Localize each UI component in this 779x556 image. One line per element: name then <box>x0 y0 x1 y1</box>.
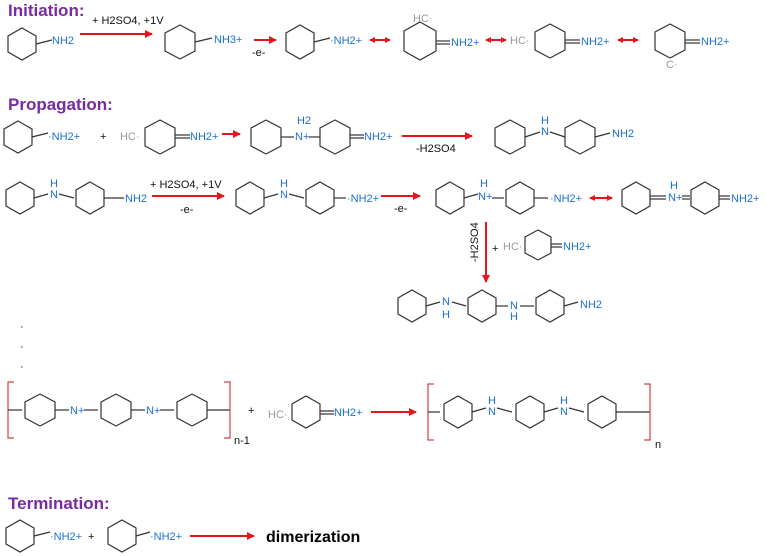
h-label: H <box>488 395 496 407</box>
n-label: N <box>442 296 450 308</box>
hc-radical-label: HC· <box>268 409 288 421</box>
nh2-plus-radical-label: ·NH2+ <box>50 531 82 543</box>
nh2-label: NH2 <box>125 193 147 205</box>
aminodiphenylamine-reactant: H N NH2 <box>5 178 147 215</box>
h-label: H <box>510 311 518 323</box>
plus-sign: + <box>492 243 498 255</box>
para-radical-reactant: HC· NH2+ <box>120 119 218 155</box>
hc-radical-label: HC· <box>413 13 433 25</box>
minus-electron-label: -e- <box>180 204 194 216</box>
aniline-radical-cation-reactant: ·NH2+ <box>3 120 80 154</box>
nh2-plus-radical-label: ·NH2+ <box>550 193 582 205</box>
n-label: N <box>280 189 288 201</box>
n-plus-label: N+ <box>478 191 492 203</box>
h2-label: H2 <box>297 115 311 127</box>
minus-h2so4-label: -H2SO4 <box>469 222 481 262</box>
polyaniline-product: H N H N n <box>427 383 661 451</box>
aniline-radical-cation: ·NH2+ <box>285 24 362 60</box>
h-label: H <box>670 180 678 192</box>
n-plus-label: N+ <box>295 131 309 143</box>
nh3-plus-label: NH3+ <box>214 34 242 46</box>
h-label: H <box>50 178 58 190</box>
nh2-plus-label: NH2+ <box>334 407 362 419</box>
plus-sign: + <box>88 531 94 543</box>
dimer-diradical-dication: H N+ ·NH2+ <box>435 178 582 215</box>
dimerization-label: dimerization <box>266 529 360 546</box>
minus-electron-label: -e- <box>394 203 408 215</box>
nh2-plus-radical-label: ·NH2+ <box>150 531 182 543</box>
nh2-label: NH2 <box>52 35 74 47</box>
n-plus-label: N+ <box>146 405 160 417</box>
hc-radical-label: HC· <box>503 241 523 253</box>
n-label: N <box>488 406 496 418</box>
n-label: N <box>510 300 518 312</box>
dimer-radical-cation: H N ·NH2+ <box>235 178 379 215</box>
nh2-plus-label: NH2+ <box>364 131 392 143</box>
nh2-plus-label: NH2+ <box>581 36 609 48</box>
n-label: n <box>655 439 661 451</box>
reagent-acid-voltage: + H2SO4, +1V <box>150 179 222 191</box>
n-plus-label: N+ <box>668 192 682 204</box>
n-label: N <box>560 406 568 418</box>
termination-heading: Termination: <box>8 494 110 513</box>
reagent-acid-voltage: + H2SO4, +1V <box>92 15 164 27</box>
nh2-label: NH2 <box>580 299 602 311</box>
para-radical-resonance: HC· NH2+ <box>510 23 609 59</box>
h-label: H <box>280 178 288 190</box>
nh2-plus-radical-label: ·NH2+ <box>347 193 379 205</box>
right-bracket <box>644 383 651 441</box>
nh2-plus-label: NH2+ <box>731 193 759 205</box>
nh2-plus-label: NH2+ <box>451 37 479 49</box>
quinoid-resonance-form: H N+ NH2+ <box>621 180 759 215</box>
n-plus-label: N+ <box>70 405 84 417</box>
polymer-n-minus-1: N+ N+ n-1 <box>7 381 250 447</box>
nh2-label: NH2 <box>612 128 634 140</box>
aniline-radical-cation-1: ·NH2+ <box>5 519 82 553</box>
plus-sign: + <box>248 405 254 417</box>
continuation-dot: · <box>20 361 24 373</box>
plus-sign: + <box>100 131 106 143</box>
nh2-plus-label: NH2+ <box>563 241 591 253</box>
right-bracket <box>224 381 231 439</box>
h-label: H <box>541 115 549 127</box>
minus-h2so4-label: -H2SO4 <box>416 143 456 155</box>
aniline-molecule: NH2 <box>7 27 74 61</box>
para-radical-reagent: HC· NH2+ <box>503 229 591 261</box>
para-radical-monomer: HC· NH2+ <box>268 395 362 429</box>
propagation-heading: Propagation: <box>8 95 113 114</box>
minus-electron-label: -e- <box>252 47 266 59</box>
h-label: H <box>560 395 568 407</box>
hc-radical-label: HC· <box>120 131 140 143</box>
h-label: H <box>480 178 488 190</box>
initiation-heading: Initiation: <box>8 1 84 20</box>
c-radical-label: C· <box>666 59 678 71</box>
n-label: N <box>50 189 58 201</box>
nh2-plus-radical-label: ·NH2+ <box>48 131 80 143</box>
continuation-dot: · <box>20 341 24 353</box>
n-minus-1-label: n-1 <box>234 435 250 447</box>
trimer-product: N H N H NH2 <box>397 289 602 323</box>
aniline-radical-cation-2: ·NH2+ <box>107 519 182 553</box>
nh2-plus-label: NH2+ <box>701 36 729 48</box>
nh2-plus-radical-label: ·NH2+ <box>330 35 362 47</box>
h-label: H <box>442 309 450 321</box>
n-label: N <box>541 126 549 138</box>
hc-radical-label: HC· <box>510 35 530 47</box>
continuation-dot: · <box>20 321 24 333</box>
meta-radical-resonance: NH2+ C· <box>654 23 729 71</box>
anilinium-molecule: NH3+ <box>164 24 242 60</box>
ortho-radical-resonance: HC· NH2+ <box>403 13 479 61</box>
dimer-intermediate: H2 N+ NH2+ <box>250 115 392 155</box>
aminodiphenylamine: H N NH2 <box>494 115 634 155</box>
nh2-plus-label: NH2+ <box>190 131 218 143</box>
